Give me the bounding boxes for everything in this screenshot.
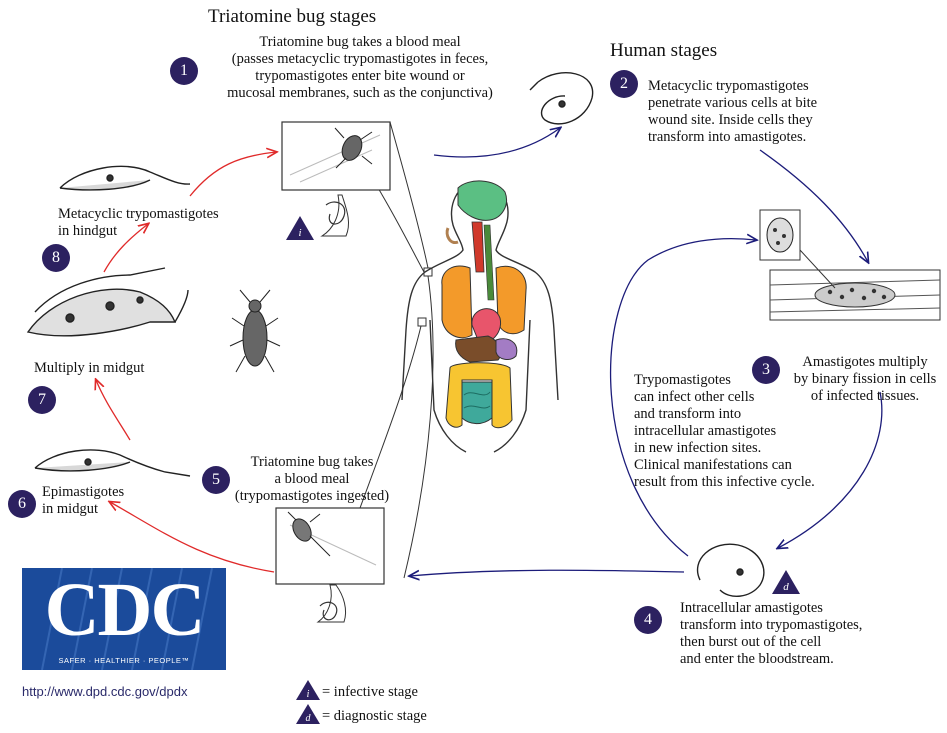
step-number-2: 2: [610, 70, 638, 98]
step-5-caption: Triatomine bug takes a blood meal (trypo…: [222, 454, 402, 505]
step-4-caption: Intracellular amastigotes transform into…: [680, 600, 862, 668]
step-number-7: 7: [28, 386, 56, 414]
svg-text:i: i: [307, 689, 310, 700]
human-organs: [442, 181, 526, 428]
svg-text:d: d: [783, 581, 789, 593]
tissue-cells-image: [760, 210, 940, 320]
arrow-8-to-1: [190, 152, 276, 196]
header-bug-stages: Triatomine bug stages: [208, 6, 376, 28]
parasite-bloodstream: [698, 544, 764, 596]
step-6-caption: Epimastigotes in midgut: [42, 484, 124, 518]
parasite-multiply: [28, 268, 188, 336]
step-number-8: 8: [42, 244, 70, 272]
legend-infective-icon: i: [296, 680, 320, 700]
legend-diagnostic-text: = diagnostic stage: [322, 708, 427, 725]
step-2-caption: Metacyclic trypomastigotes penetrate var…: [648, 78, 817, 146]
infective-cycle-note: Trypomastigotes can infect other cells a…: [634, 372, 815, 491]
parasite-epimastigote: [35, 450, 190, 476]
diagnostic-marker-triangle: d: [772, 570, 800, 594]
cdc-logo-tagline: SAFER · HEALTHIER · PEOPLE™: [22, 656, 226, 665]
cdc-logo-letters: CDC: [22, 570, 226, 650]
step-1-caption: Triatomine bug takes a blood meal (passe…: [200, 34, 520, 102]
step-number-4: 4: [634, 606, 662, 634]
parasite-trypomastigote-human: [530, 73, 593, 124]
legend-infective-text: = infective stage: [322, 684, 418, 701]
header-human-stages: Human stages: [610, 40, 717, 62]
arrow-4-to-5: [410, 570, 684, 576]
legend-diagnostic-icon: d: [296, 704, 320, 724]
bite-image-bottom: [276, 508, 384, 622]
step-8-caption: Metacyclic trypomastigotes in hindgut: [58, 206, 219, 240]
triatomine-bug-image: [230, 290, 280, 372]
bite-image-top: [282, 122, 390, 236]
parasite-metacyclic: [60, 166, 190, 190]
arrow-1-to-2: [434, 128, 560, 157]
cdc-logo: CDC SAFER · HEALTHIER · PEOPLE™: [22, 568, 226, 670]
step-7-caption: Multiply in midgut: [34, 360, 144, 377]
step-number-6: 6: [8, 490, 36, 518]
cdc-url[interactable]: http://www.dpd.cdc.gov/dpdx: [22, 684, 187, 699]
arrow-6-to-7: [96, 380, 130, 440]
infective-marker-triangle: i: [286, 216, 314, 240]
arrow-5-to-6: [110, 502, 274, 572]
step-number-1: 1: [170, 57, 198, 85]
svg-text:i: i: [298, 227, 301, 239]
